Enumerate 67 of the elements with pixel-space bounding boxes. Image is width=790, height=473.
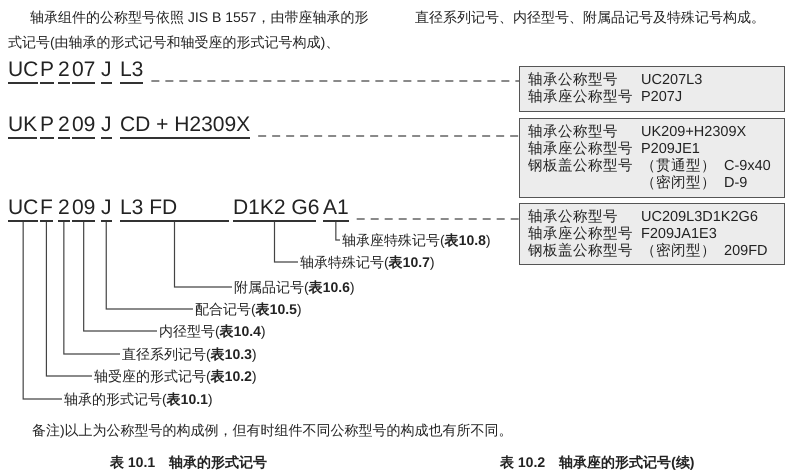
code-segment: J [101, 114, 112, 139]
leader-label: 轴承特殊记号(表10.7) [298, 254, 435, 270]
field-value: P207J [641, 89, 682, 105]
field-value: UK209+H2309X [641, 124, 746, 140]
leader-line [335, 222, 340, 241]
leader-line [63, 222, 120, 355]
code-segment: P [40, 59, 54, 84]
code-segment: 2 [58, 197, 70, 222]
leader-label: 配合记号(表10.5) [193, 301, 302, 317]
code-segment: J [101, 59, 112, 84]
field-label: 轴承座公称型号 [528, 141, 633, 157]
field-label: 轴承座公称型号 [528, 89, 633, 105]
table-heading: 表 10.2 轴承座的形式记号(续) [500, 453, 696, 472]
field-value: D-9 [724, 175, 748, 191]
code-segment: 2 [58, 59, 70, 84]
field-label: 轴承座公称型号 [528, 226, 633, 242]
dashed-line [356, 218, 519, 220]
leader-line [274, 222, 298, 263]
code-segment: UC [8, 197, 38, 222]
code-segment: 09 [72, 197, 96, 222]
leader-line [106, 222, 193, 310]
code-segment: UK [8, 114, 38, 139]
code-segment: D1K2 G6 [233, 197, 316, 222]
code-segment: 2 [58, 114, 70, 139]
field-value: F209JA1E3 [641, 226, 717, 242]
leader-label: 附属品记号(表10.6) [232, 279, 355, 295]
code-segment: A1 [323, 197, 349, 222]
leader-label: 轴承座特殊记号(表10.8) [340, 232, 491, 248]
code-segment: UC [8, 59, 38, 84]
code-segment: P [40, 114, 54, 139]
code-segment: J [101, 197, 112, 222]
table-heading: 表 10.1 轴承的形式记号 [110, 453, 268, 472]
leader-line [22, 222, 62, 400]
field-value: C-9x40 [724, 158, 771, 174]
dashed-line [258, 135, 519, 137]
leader-label: 轴受座的形式记号(表10.2) [92, 368, 257, 384]
leader-line [174, 222, 232, 288]
code-segment: L3 [120, 59, 144, 84]
field-value: P209JE1 [641, 141, 700, 157]
leader-label: 轴承的形式记号(表10.1) [62, 391, 213, 407]
field-value: 209FD [724, 243, 768, 259]
field-value: UC207L3 [641, 72, 702, 88]
field-label: 轴承公称型号 [528, 209, 618, 225]
intro-paragraph: 直径系列记号、内径型号、附属品记号及特殊记号构成。 [415, 8, 766, 27]
field-label: 轴承公称型号 [528, 124, 618, 140]
leader-line [46, 222, 92, 377]
field-label: 钢板盖公称型号 [528, 243, 633, 259]
field-value: （贯通型） [641, 158, 716, 174]
leader-label: 内径型号(表10.4) [157, 323, 266, 339]
leader-label: 直径系列记号(表10.3) [120, 346, 257, 362]
leader-line [83, 222, 157, 332]
code-segment: L3 FD [120, 197, 229, 222]
code-segment: CD + H2309X [120, 114, 250, 139]
code-segment: 07 [72, 59, 96, 84]
field-value: UC209L3D1K2G6 [641, 209, 758, 225]
designation-box [519, 118, 785, 198]
designation-box [519, 66, 785, 112]
code-segment: F [40, 197, 53, 222]
footnote: 备注)以上为公称型号的构成例，但有时组件不同公称型号的构成也有所不同。 [32, 421, 514, 440]
code-segment: 09 [72, 114, 96, 139]
designation-box [519, 203, 785, 265]
dashed-line [151, 80, 519, 82]
field-value: （密闭型） [641, 243, 716, 259]
intro-paragraph: 轴承组件的公称型号依照 JIS B 1557，由带座轴承的形式记号(由轴承的形式记号和轴受座的形式记号构成)、 [8, 8, 370, 52]
field-label: 钢板盖公称型号 [528, 158, 633, 174]
field-label: 轴承公称型号 [528, 72, 618, 88]
field-value: （密闭型） [641, 175, 716, 191]
